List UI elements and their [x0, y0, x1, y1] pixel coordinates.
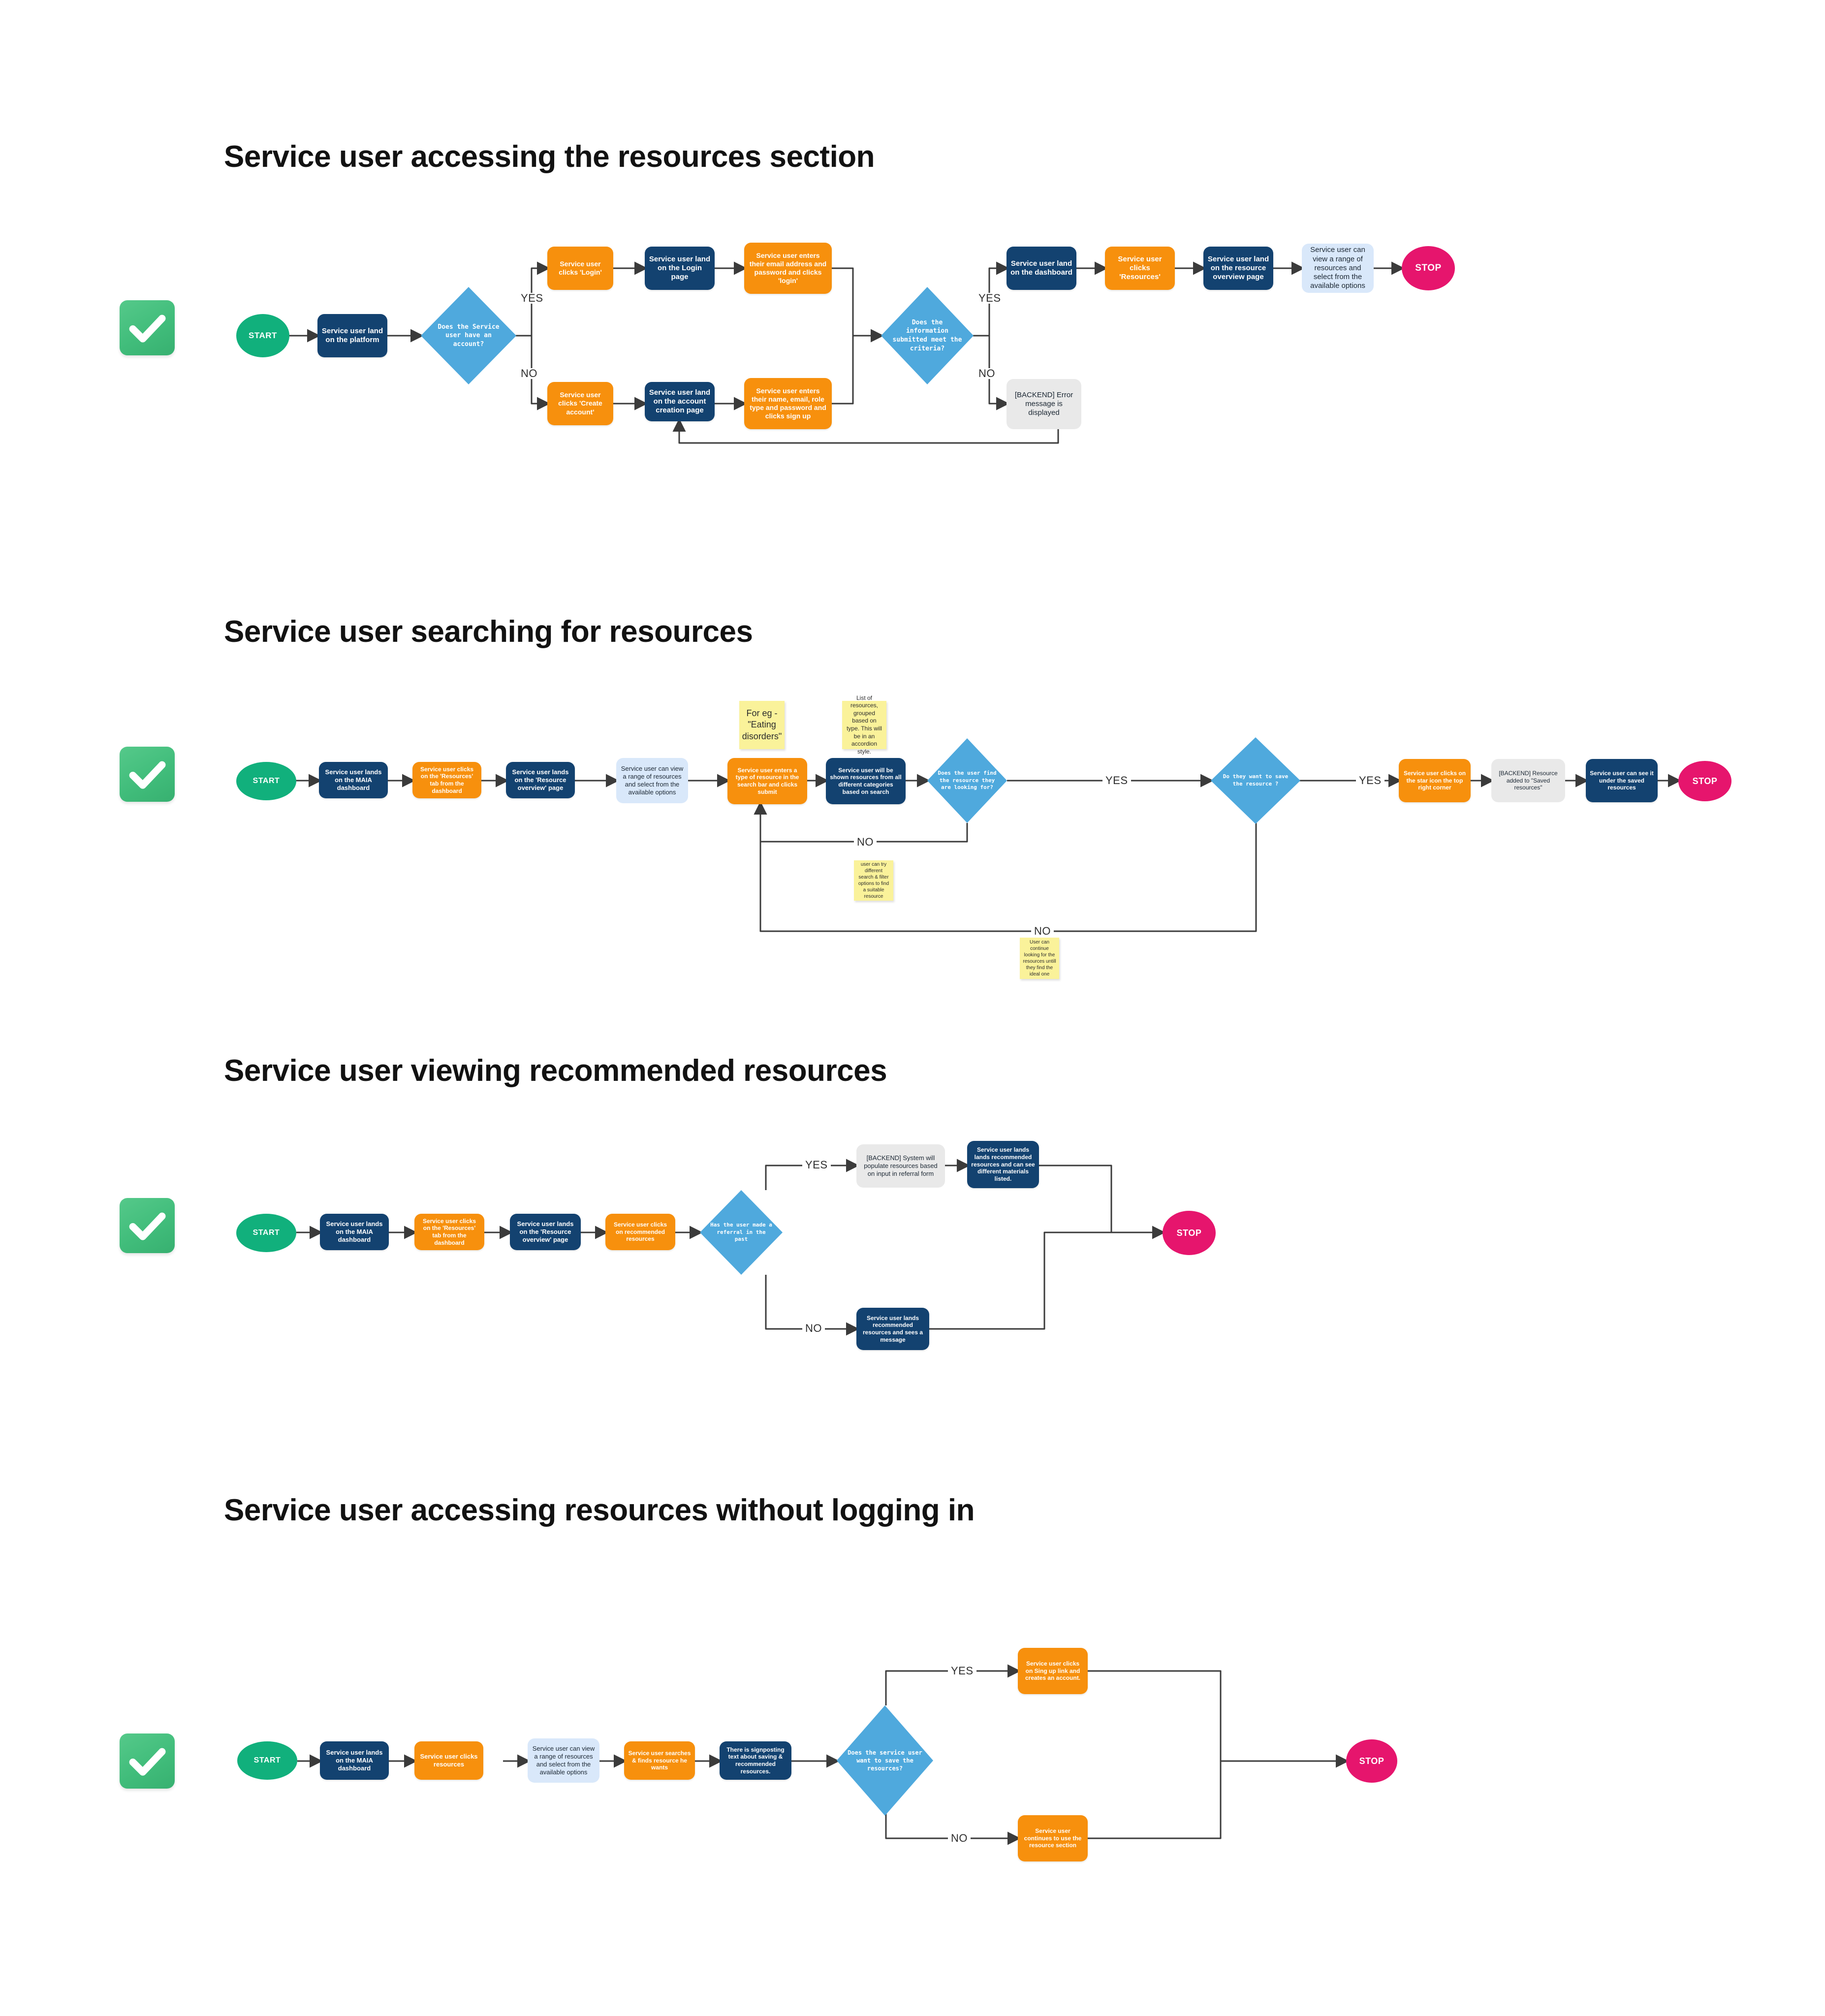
edge-label-save-no: NO [1031, 926, 1054, 937]
node-resource-overview-page: Service user lands on the 'Resource over… [506, 762, 575, 798]
node-backend-saved-resources: [BACKEND] Resource added to "Saved resou… [1491, 759, 1565, 802]
edge-label-referral-yes: YES [802, 1160, 831, 1170]
node-lands-message: Service user lands recommended resources… [856, 1308, 929, 1350]
node-resource-overview-page: Service user lands on the 'Resource over… [510, 1214, 581, 1250]
edge-label-find-no: NO [854, 837, 877, 848]
node-clicks-resources-tab: Service user clicks on the 'Resources' t… [412, 762, 481, 798]
node-view-range-of-resources: Service user can view a range of resourc… [528, 1738, 599, 1783]
node-lands-recommended-resources: Service user lands lands recommended res… [967, 1141, 1039, 1188]
node-clicks-resources: Service user clicks resources [414, 1741, 483, 1780]
edge-label-criteria-yes: YES [975, 293, 1004, 304]
node-signposting-text: There is signposting text about saving &… [720, 1741, 791, 1780]
stop-terminator: STOP [1163, 1211, 1216, 1255]
node-enter-search-term: Service user enters a type of resource i… [727, 758, 807, 804]
node-backend-error-message: [BACKEND] Error message is displayed [1007, 379, 1081, 429]
node-clicks-resources: Service user clicks 'Resources' [1105, 247, 1175, 290]
node-continues-using-resources: Service user continues to use the resour… [1018, 1815, 1088, 1861]
node-maia-dashboard: Service user lands on the MAIA dashboard [319, 762, 388, 798]
stop-terminator: STOP [1346, 1739, 1397, 1783]
edge-label-criteria-no: NO [975, 368, 998, 379]
stop-terminator: STOP [1402, 246, 1455, 290]
start-terminator: START [237, 1741, 297, 1780]
stop-terminator: STOP [1678, 761, 1731, 801]
node-backend-populate-resources: [BACKEND] System will populate resources… [856, 1144, 945, 1188]
node-see-saved-resources: Service user can see it under the saved … [1586, 759, 1658, 802]
node-clicks-login: Service user clicks 'Login' [547, 247, 613, 290]
node-shown-search-results: Service user will be shown resources fro… [826, 758, 906, 804]
sticky-note-try-filters: user can try different search & filter o… [854, 860, 893, 901]
check-icon [120, 1198, 175, 1253]
node-enter-signup-details: Service user enters their name, email, r… [744, 378, 832, 429]
edge-label-save-no: NO [948, 1833, 971, 1844]
node-click-star-icon: Service user clicks on the star icon the… [1399, 759, 1471, 802]
decision-made-referral: Has the user made a referral in the past [700, 1190, 783, 1275]
edge-label-account-no: NO [518, 368, 540, 379]
decision-meets-criteria: Does the information submitted meet the … [881, 287, 974, 384]
check-icon [120, 747, 175, 802]
sticky-note-accordion: List of resources, grouped based on type… [842, 694, 886, 755]
edge-label-account-yes: YES [518, 293, 546, 304]
decision-has-account: Does the Service user have an account? [421, 287, 516, 384]
node-land-dashboard: Service user land on the dashboard [1007, 247, 1076, 290]
section-title-searching: Service user searching for resources [224, 615, 753, 649]
check-icon [120, 1733, 175, 1789]
section-title-without-login: Service user accessing resources without… [224, 1493, 975, 1527]
section-title-accessing: Service user accessing the resources sec… [224, 140, 875, 174]
node-land-on-platform: Service user land on the platform [317, 314, 387, 357]
decision-want-to-save: Does the service user want to save the r… [837, 1705, 933, 1816]
node-login-page: Service user land on the Login page [645, 247, 715, 290]
edge-label-save-yes: YES [1356, 775, 1384, 786]
edge-label-save-yes: YES [948, 1666, 976, 1676]
node-account-creation-page: Service user land on the account creatio… [645, 382, 715, 421]
node-view-range-of-resources: Service user can view a range of resourc… [616, 758, 688, 803]
node-view-range-of-resources: Service user can view a range of resourc… [1302, 244, 1374, 293]
section-title-recommended: Service user viewing recommended resourc… [224, 1054, 887, 1088]
start-terminator: START [236, 762, 296, 800]
decision-find-resource: Does the user find the resource they are… [927, 738, 1007, 823]
node-enter-credentials: Service user enters their email address … [744, 243, 832, 294]
node-clicks-resources-tab: Service user clicks on the 'Resources' t… [414, 1214, 484, 1250]
start-terminator: START [236, 314, 289, 357]
node-maia-dashboard: Service user lands on the MAIA dashboard [320, 1214, 389, 1250]
start-terminator: START [236, 1214, 296, 1252]
node-clicks-create-account: Service user clicks 'Create account' [547, 382, 613, 425]
decision-want-to-save: Do they want to save the resource ? [1211, 737, 1300, 824]
check-icon [120, 300, 175, 355]
edge-label-find-yes: YES [1102, 775, 1131, 786]
node-clicks-recommended-resources: Service user clicks on recommended resou… [605, 1214, 675, 1250]
node-maia-dashboard: Service user lands on the MAIA dashboard [320, 1741, 389, 1780]
edge-label-referral-no: NO [802, 1323, 825, 1334]
node-resource-overview-page: Service user land on the resource overvi… [1203, 247, 1273, 290]
node-searches-finds-resource: Service user searches & finds resource h… [624, 1741, 695, 1780]
node-clicks-signup-link: Service user clicks on Sing up link and … [1018, 1648, 1088, 1694]
sticky-note-continue-looking: User can continue looking for the resour… [1020, 938, 1059, 979]
sticky-note-search-example: For eg - "Eating disorders" [739, 701, 785, 749]
